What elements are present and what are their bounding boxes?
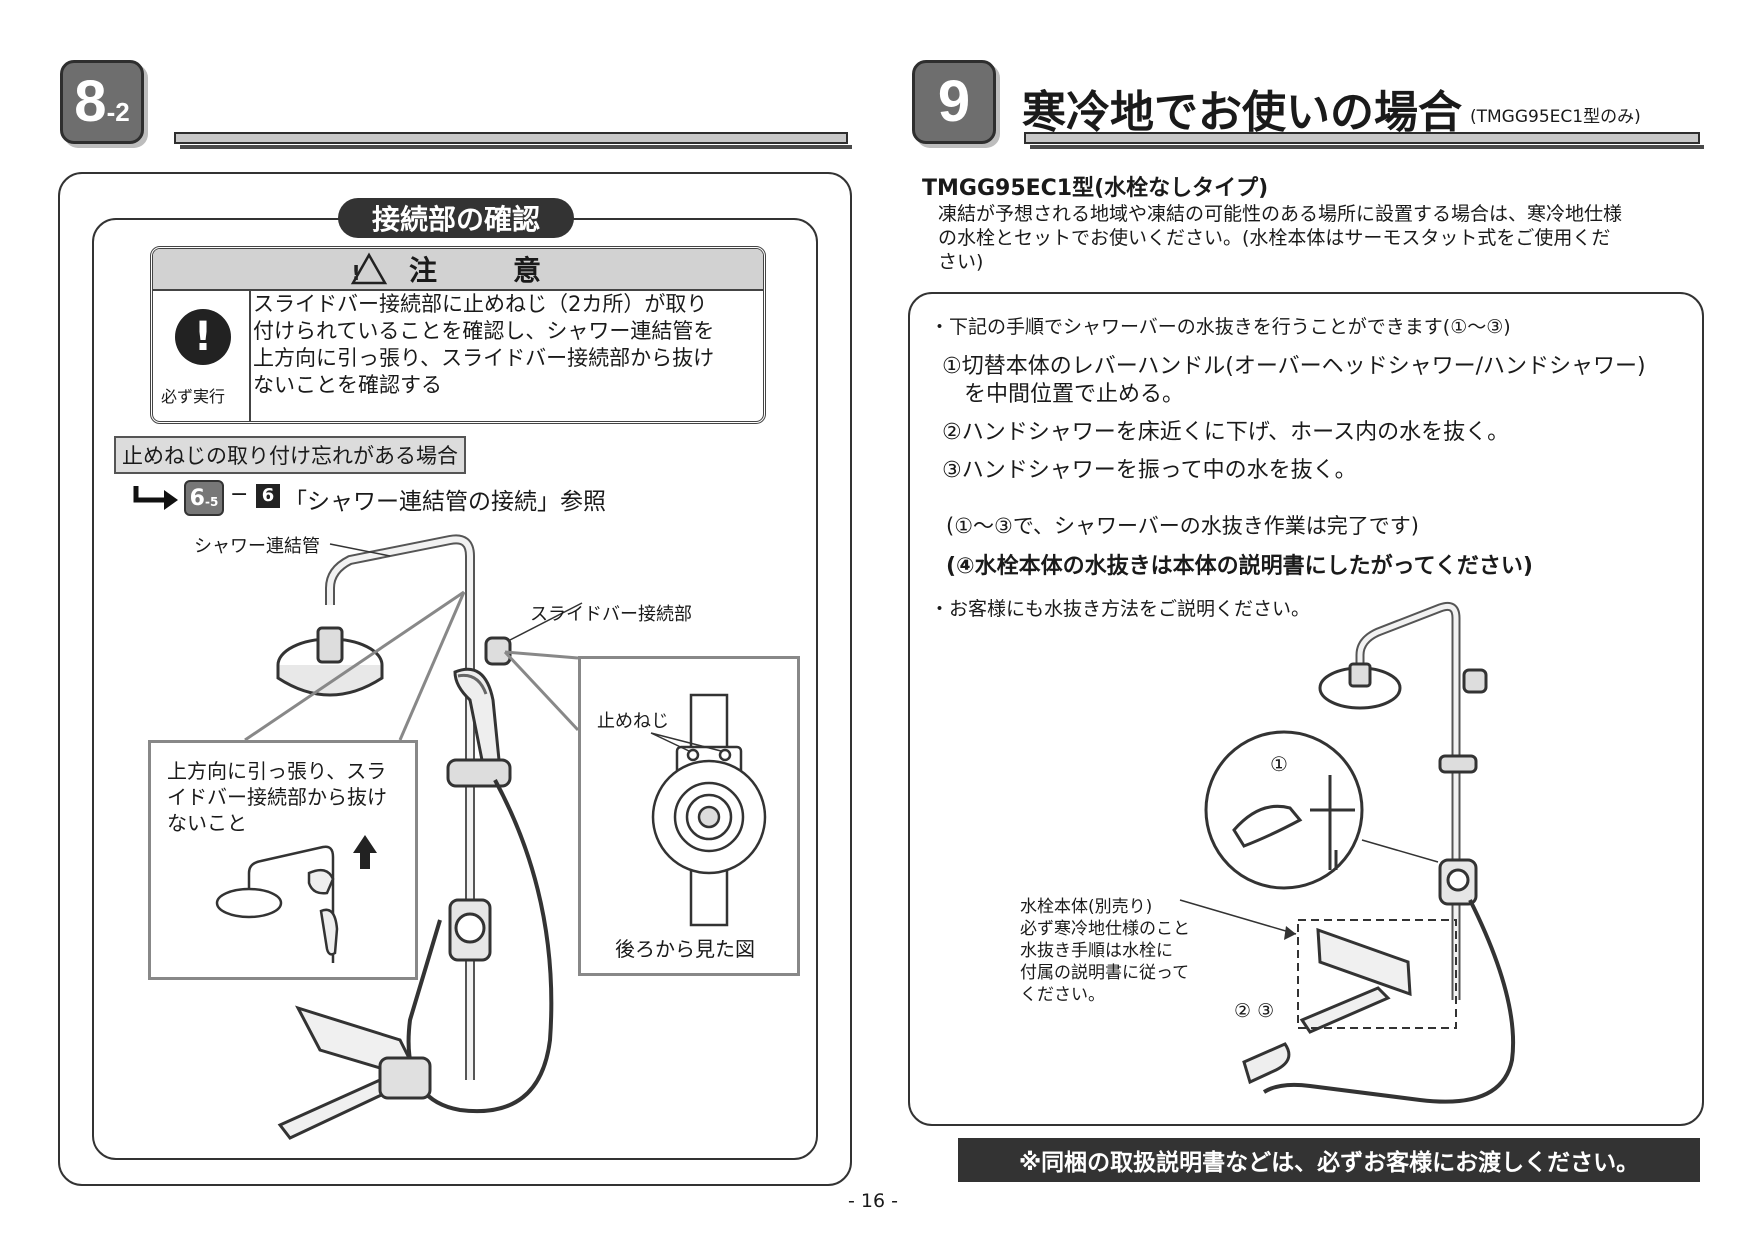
section-number: 8	[74, 69, 107, 134]
pull-note-line: イドバー接続部から抜け	[167, 785, 387, 809]
caution-line: 上方向に引っ張り、スライドバー接続部から抜け	[253, 346, 715, 370]
step-1: ①切替本体のレバーハンドル(オーバーヘッドシャワー/ハンドシャワー)	[942, 354, 1646, 379]
faucet-note-line: 水栓本体(別売り)	[1020, 897, 1153, 917]
ref-text: 「シャワー連結管の接続」参照	[284, 489, 606, 515]
handover-banner: ※同梱の取扱説明書などは、必ずお客様にお渡しください。	[958, 1138, 1700, 1182]
right-frame	[908, 292, 1704, 1126]
section-badge-8-2: 8 -2	[60, 60, 144, 144]
caution-heading: ! 注 意	[153, 249, 763, 291]
pull-note-box: 上方向に引っ張り、スラ イドバー接続部から抜け ないこと	[148, 740, 418, 980]
model-heading: TMGG95EC1型(水栓なしタイプ)	[922, 176, 1269, 201]
caution-line: 付けられていることを確認し、シャワー連結管を	[253, 319, 715, 343]
caution-text: スライドバー接続部に止めねじ（2カ所）が取り 付けられていることを確認し、シャワ…	[253, 291, 755, 399]
pull-note-line: ないこと	[167, 811, 247, 835]
rear-view-diagram	[650, 693, 767, 927]
ref-badge-main: 6	[189, 485, 205, 511]
step-1-cont: を中間位置で止める。	[942, 382, 1185, 407]
pull-note-line: 上方向に引っ張り、スラ	[167, 759, 387, 783]
callout-mark-1: ①	[1270, 752, 1288, 776]
title-note: (TMGG95EC1型のみ)	[1470, 107, 1641, 127]
up-arrow-icon	[353, 835, 377, 869]
intro-text: 凍結が予想される地域や凍結の可能性のある場所に設置する場合は、寒冷地仕様 の水栓…	[938, 202, 1622, 274]
missing-screw-label: 止めねじの取り付け忘れがある場合	[114, 436, 466, 474]
left-outer-frame	[58, 172, 852, 1186]
exclamation-icon: !	[175, 309, 231, 365]
caution-line: スライドバー接続部に止めねじ（2カ所）が取り	[253, 292, 708, 316]
ref-step-box: 6	[256, 484, 280, 508]
must-do-cell: ! 必ず実行	[153, 291, 251, 421]
ref-badge-sub: -5	[204, 495, 219, 509]
section-rule-left	[174, 132, 852, 149]
caution-line: ないことを確認する	[253, 373, 442, 397]
faucet-note-line: 付属の説明書に従って	[1020, 963, 1190, 983]
warning-triangle-icon: !	[350, 252, 388, 285]
ref-dash: −	[230, 482, 249, 507]
callout-slide-joint: スライドバー接続部	[530, 604, 692, 625]
faucet-note-line: 必ず寒冷地仕様のこと	[1020, 919, 1190, 939]
page-number: - 16 -	[848, 1190, 898, 1212]
step-2: ②ハンドシャワーを床近くに下げ、ホース内の水を抜く。	[942, 420, 1510, 445]
callout-mark-23: ② ③	[1234, 1000, 1275, 1022]
callout-shower-pipe: シャワー連結管	[194, 536, 320, 557]
pull-up-illustration	[215, 835, 377, 963]
section-rule-right	[1024, 132, 1704, 149]
section-badge-9: 9	[912, 60, 996, 144]
page-title: 寒冷地でお使いの場合	[1022, 87, 1462, 138]
bullet-drain-steps: ・下記の手順でシャワーバーの水抜きを行うことができます(①〜③)	[930, 316, 1511, 338]
arrow-right-icon	[133, 486, 178, 510]
done-note: (①〜③で、シャワーバーの水抜き作業は完了です)	[946, 514, 1419, 538]
faucet-note-line: ください。	[1020, 985, 1105, 1005]
faucet-dashed-box	[1297, 919, 1457, 1029]
faucet-note-line: 水抜き手順は水栓に	[1020, 941, 1173, 961]
intro-line: の水栓とセットでお使いください。(水栓本体はサーモスタット式をご使用くだ	[938, 227, 1611, 249]
intro-line: さい)	[938, 251, 984, 273]
rear-view-box: 止めねじ 後ろから見た図	[578, 656, 800, 976]
faucet-note: 水栓本体(別売り) 必ず寒冷地仕様のこと 水抜き手順は水栓に 付属の説明書に従っ…	[1020, 896, 1190, 1006]
must-do-label: 必ず実行	[161, 387, 226, 406]
caution-title: 注 意	[408, 254, 565, 287]
step-3: ③ハンドシャワーを振って中の水を抜く。	[942, 458, 1357, 483]
caution-box: ! 注 意 ! 必ず実行 スライドバー接続部に止めねじ（2カ所）が取り 付けられ…	[150, 246, 766, 424]
panel-title: 接続部の確認	[338, 198, 574, 238]
bold-note: (④水栓本体の水抜きは本体の説明書にしたがってください)	[946, 554, 1533, 579]
ref-badge: 6 -5	[184, 480, 224, 516]
rear-view-label: 後ろから見た図	[615, 937, 755, 961]
section-subnumber: -2	[106, 96, 130, 127]
callout-set-screw: 止めねじ	[597, 711, 669, 732]
intro-line: 凍結が予想される地域や凍結の可能性のある場所に設置する場合は、寒冷地仕様	[938, 203, 1623, 225]
section-number: 9	[937, 69, 971, 134]
bullet-explain: ・お客様にも水抜き方法をご説明ください。	[930, 598, 1311, 620]
svg-text:!: !	[351, 261, 386, 285]
